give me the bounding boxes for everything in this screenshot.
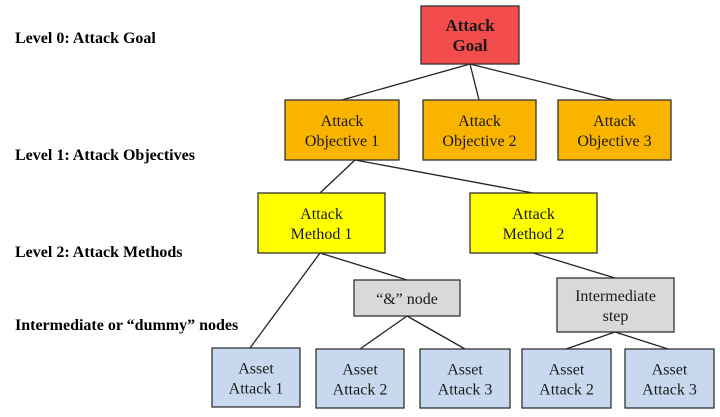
edge-objective1-method2 (354, 159, 534, 194)
node-box (353, 279, 461, 317)
node-box (419, 348, 511, 409)
node-label-line: Objective 3 (577, 133, 651, 150)
node-label-line: Attack (300, 206, 343, 223)
node-label-line: “&” node (376, 291, 438, 308)
node-box (211, 347, 301, 408)
node-label-line: Asset (549, 362, 585, 379)
edge-method1-asset1 (249, 252, 321, 349)
edge-goal-objective1 (341, 63, 471, 101)
node-label-line: Asset (447, 362, 483, 379)
node-label-line: Attack 3 (642, 382, 697, 399)
node-label-line: Objective 1 (305, 133, 379, 150)
node-box (257, 192, 386, 254)
node-box (315, 348, 405, 409)
edge-objective1-method1 (319, 159, 356, 194)
node-box (422, 99, 537, 161)
node-label-line: Attack (445, 16, 495, 35)
edge-intermediate-asset3 (614, 331, 669, 350)
node-label-line: Asset (238, 361, 274, 378)
node-label-line: Asset (652, 362, 688, 379)
node-label-line: Attack (512, 206, 555, 223)
node-box (521, 348, 612, 409)
node-label-line: Intermediate (575, 288, 656, 305)
node-label-line: Method 2 (503, 226, 565, 243)
node-label-line: Attack (321, 113, 364, 130)
edge-andnode-asset2 (359, 315, 408, 350)
edge-goal-objective3 (469, 63, 615, 101)
node-label-line: Method 1 (291, 226, 353, 243)
level-label-1: Level 1: Attack Objectives (15, 147, 195, 164)
node-label-line: Attack (593, 113, 636, 130)
node-label-line: Attack 3 (438, 382, 493, 399)
edge-method1-andnode (319, 252, 408, 281)
node-label-line: Objective 2 (442, 133, 516, 150)
node-box (557, 99, 672, 161)
level-label-2: Level 2: Attack Methods (15, 244, 183, 261)
edge-goal-objective2 (469, 63, 480, 101)
node-box (624, 348, 715, 409)
node-box (284, 99, 400, 161)
edge-andnode-asset3 (406, 315, 466, 350)
node-label-line: Attack (458, 113, 501, 130)
node-intermediate-step: Intermediate step (556, 277, 675, 333)
node-box (469, 192, 598, 254)
level-label-intermediate: Intermediate or “dummy” nodes (15, 317, 238, 334)
node-and-node: “&” node (353, 279, 461, 317)
node-label-line: Attack 2 (333, 382, 388, 399)
node-label-line: Attack 2 (539, 382, 594, 399)
tree-edges (249, 63, 669, 350)
edge-intermediate-asset2 (565, 331, 616, 350)
node-label-line: Goal (453, 36, 488, 55)
node-box (420, 5, 520, 65)
node-label-line: step (603, 308, 629, 325)
level-label-0: Level 0: Attack Goal (15, 30, 156, 47)
edge-method2-intermediate (532, 252, 616, 279)
node-box (556, 277, 675, 333)
node-label-line: Attack 1 (229, 381, 284, 398)
node-label-line: Asset (342, 362, 378, 379)
